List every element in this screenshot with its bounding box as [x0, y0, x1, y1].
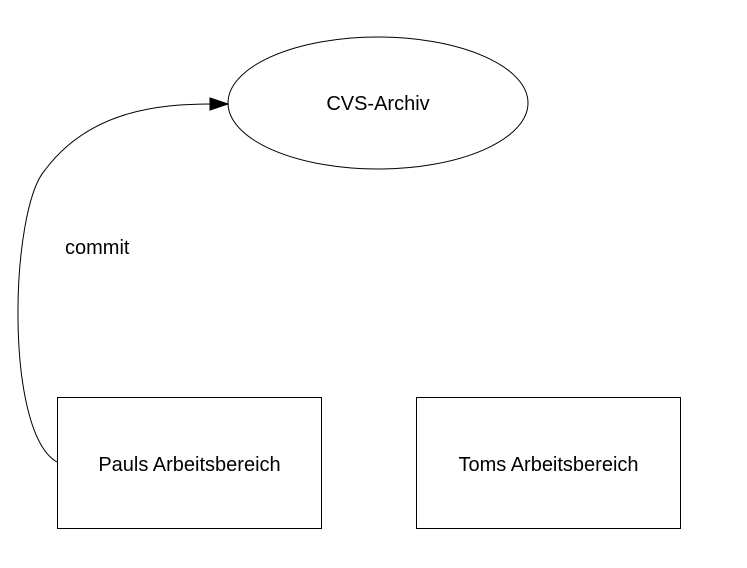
workspace-box-tom	[416, 397, 681, 529]
commit-arrow-line	[17, 103, 213, 463]
workspace-label-paul: Pauls Arbeitsbereich	[98, 454, 280, 476]
commit-arrowhead	[209, 97, 230, 111]
archive-ellipse	[227, 36, 529, 170]
archive-label: CVS-Archiv	[326, 93, 429, 115]
workspace-label-tom: Toms Arbeitsbereich	[458, 454, 638, 476]
workspace-box-paul	[57, 397, 322, 529]
commit-label: commit	[65, 237, 130, 259]
